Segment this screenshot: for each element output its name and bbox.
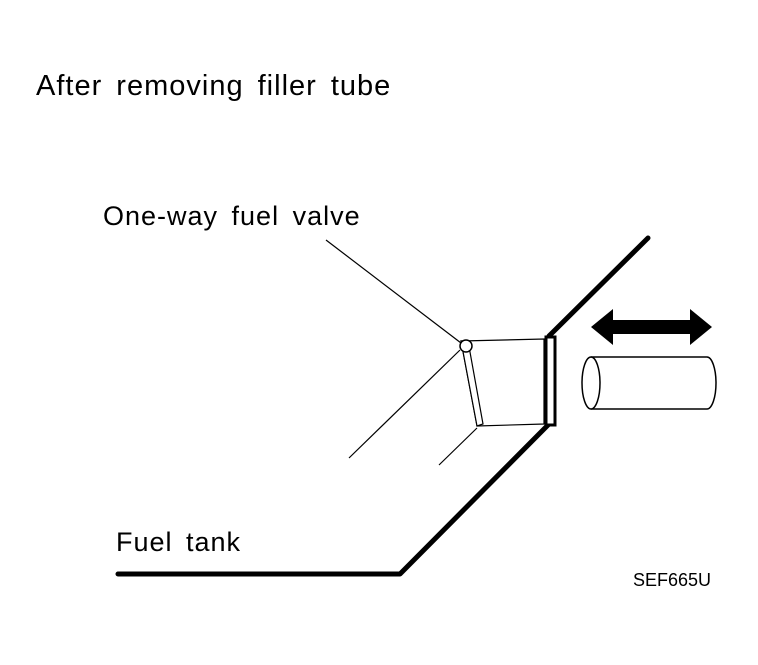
valve-label: One-way fuel valve xyxy=(103,201,361,231)
tank-inner-line-upper xyxy=(348,349,461,459)
filler-tube xyxy=(581,356,717,410)
double-headed-arrow-icon xyxy=(591,309,712,345)
fuel-tank-outline xyxy=(115,421,552,577)
figure-code: SEF665U xyxy=(633,570,712,590)
diagram-title: After removing filler tube xyxy=(36,70,392,102)
filler-neck-flange xyxy=(544,335,557,427)
valve-hinge xyxy=(459,339,473,353)
valve-leader-line xyxy=(325,239,462,344)
filler-neck-upper-wall xyxy=(546,235,651,339)
tank-inner-line-lower xyxy=(438,427,478,466)
tank-label: Fuel tank xyxy=(116,527,242,557)
